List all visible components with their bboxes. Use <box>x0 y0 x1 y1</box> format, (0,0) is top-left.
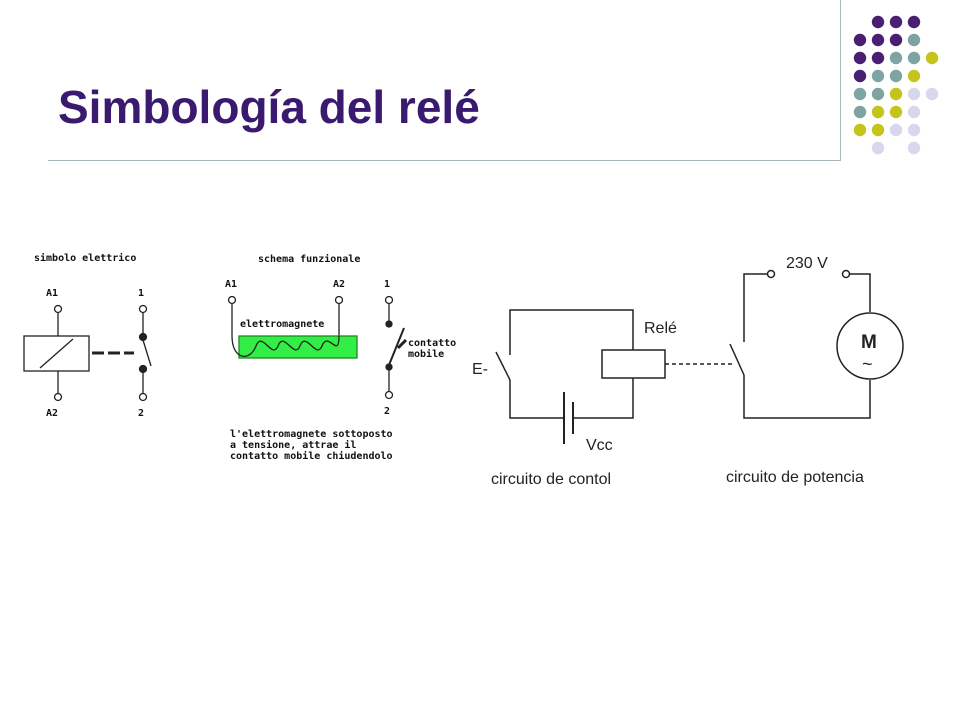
decorative-dot <box>889 15 903 29</box>
decorative-dot <box>907 15 921 29</box>
symbol-heading: simbolo elettrico <box>34 252 136 264</box>
functional-terminal-a2: A2 <box>333 279 345 290</box>
coil-terminal-a2: A2 <box>46 408 58 419</box>
functional-contact-1: 1 <box>384 279 390 290</box>
decorative-dot <box>907 141 921 155</box>
decorative-dot <box>853 51 867 65</box>
note-line-3: contatto mobile chiudendolo <box>230 450 393 462</box>
coil-terminal-a1: A1 <box>46 288 58 299</box>
decorative-dot <box>871 105 885 119</box>
decorative-dot <box>889 33 903 47</box>
electrical-symbol-diagram: simbolo elettrico A1 A2 1 2 <box>23 252 152 419</box>
power-circuit-caption: circuito de potencia <box>726 469 864 486</box>
decorative-dot <box>889 87 903 101</box>
functional-terminal-a1: A1 <box>225 279 237 290</box>
control-circuit-caption: circuito de contol <box>491 471 611 488</box>
note-line-2: a tensione, attrae il <box>230 439 356 451</box>
decorative-dot <box>907 123 921 137</box>
functional-scheme-diagram: schema funzionale A1 A2 elettromagnete 1… <box>225 253 456 462</box>
title-vertical-rule <box>840 0 841 161</box>
decorative-dot-grid <box>853 15 939 155</box>
contact-label-line2: mobile <box>408 348 444 360</box>
relay-coil-box <box>601 349 666 379</box>
decorative-dot <box>853 123 867 137</box>
motor-ac-symbol: ~ <box>862 354 873 374</box>
decorative-dot <box>907 33 921 47</box>
functional-heading: schema funzionale <box>258 253 360 265</box>
decorative-dot <box>889 123 903 137</box>
decorative-dot <box>907 87 921 101</box>
control-switch-label: E- <box>472 361 488 378</box>
decorative-dot <box>871 15 885 29</box>
decorative-dot <box>871 51 885 65</box>
decorative-dot <box>889 105 903 119</box>
decorative-dot <box>853 69 867 83</box>
decorative-dot <box>871 87 885 101</box>
vcc-label: Vcc <box>586 437 613 454</box>
relay-circuit-diagram: Relé E- Vcc circuito de contol M ~ 230 V… <box>472 255 904 488</box>
decorative-dot <box>889 51 903 65</box>
decorative-dot <box>871 69 885 83</box>
electromagnet-label: elettromagnete <box>240 319 324 330</box>
relay-label: Relé <box>644 320 677 337</box>
motor-label: M <box>861 332 877 353</box>
slide-title: Simbología del relé <box>58 81 480 133</box>
decorative-dot <box>853 105 867 119</box>
decorative-dot <box>853 87 867 101</box>
note-line-1: l'elettromagnete sottoposto <box>230 429 393 440</box>
contact-label-line1: contatto <box>408 338 456 349</box>
decorative-dot <box>889 69 903 83</box>
decorative-dot <box>907 69 921 83</box>
decorative-dot <box>871 123 885 137</box>
functional-contact-2: 2 <box>384 406 390 417</box>
motor-symbol <box>836 312 904 380</box>
decorative-dot <box>925 51 939 65</box>
contact-terminal-1: 1 <box>138 288 144 299</box>
decorative-dot <box>907 105 921 119</box>
decorative-dot <box>925 87 939 101</box>
decorative-dot <box>871 33 885 47</box>
title-underline <box>48 160 840 161</box>
voltage-label: 230 V <box>786 255 828 272</box>
coil-symbol <box>23 335 90 372</box>
decorative-dot <box>871 141 885 155</box>
contact-terminal-2: 2 <box>138 408 144 419</box>
decorative-dot <box>853 33 867 47</box>
decorative-dot <box>907 51 921 65</box>
